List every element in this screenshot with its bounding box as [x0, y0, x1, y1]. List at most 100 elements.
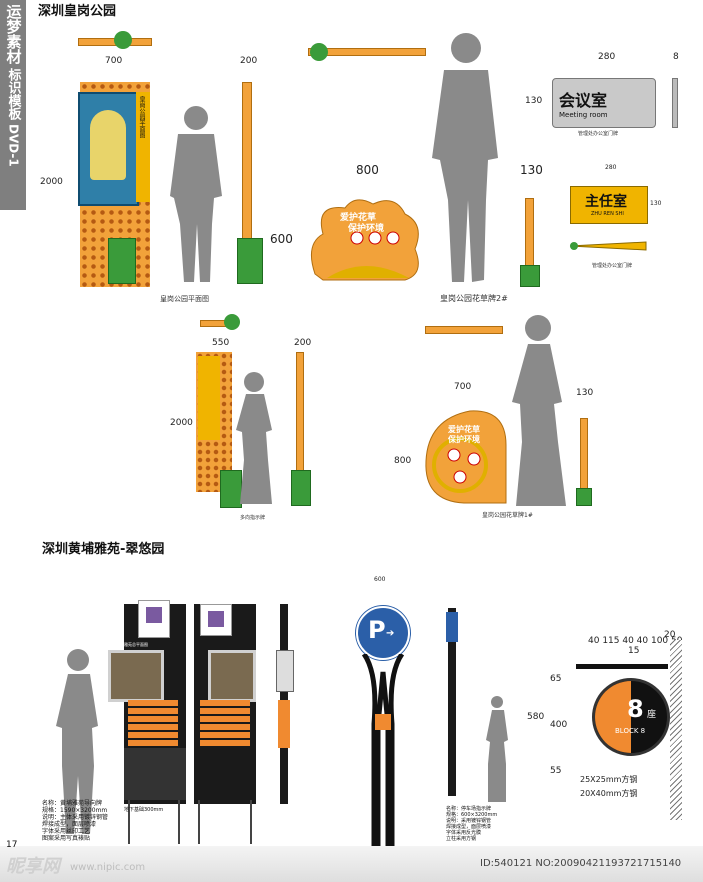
flowerbed2-width: 700 [454, 382, 472, 392]
note-line: 字体采用丝印工艺 [42, 828, 91, 835]
side-title: 运梦素材 [4, 4, 23, 64]
wall-hatch [670, 640, 682, 820]
flowerbed2-height: 800 [394, 456, 412, 466]
person-silhouette-woman2 [512, 315, 566, 506]
note-line: 名称：黄埔雅苑导向牌 [42, 800, 103, 807]
directory-side-panel [276, 650, 294, 692]
directory-side-orange [278, 700, 290, 748]
hanging-dim-65: 65 [550, 674, 562, 684]
pole4-shaft [580, 418, 588, 492]
room-sign-height: 130 [525, 96, 543, 106]
flowerbed2-caption: 皇岗公园花草牌1# [482, 512, 533, 519]
person-silhouette-woman4 [486, 696, 508, 802]
directory-sign-a-leg2 [178, 800, 180, 844]
section1-title: 深圳皇岗公园 [38, 4, 117, 19]
footer-url: www.nipic.com [70, 862, 146, 873]
directory-sign-b-rows [200, 700, 250, 748]
arrow-right-icon: ➔ [386, 628, 395, 639]
pole3-base [291, 470, 311, 506]
directory-sign-a-leg1 [128, 800, 130, 844]
flowerbed-width: 800 [356, 163, 379, 177]
flowerbed2-topview [308, 48, 426, 56]
hanging-top-dims: 40 115 40 40 100 50 [588, 636, 683, 646]
note-line: 说明：主体采用镀锌钢管 [42, 814, 109, 821]
parking-side-post [448, 608, 456, 796]
flowerbed-caption: 皇岗公园花草牌2# [440, 294, 508, 303]
flowerbed1-topview [425, 326, 503, 334]
flowerbed-board [310, 199, 419, 281]
hanging-dim-55: 55 [550, 766, 562, 776]
footer-logo: 昵享网 [6, 856, 60, 877]
pole2-width: 130 [520, 163, 543, 177]
parking-width: 600 [374, 576, 386, 583]
room-sign-depth: 8 [673, 52, 679, 62]
office-sign-caption: 管理处办公室门牌 [592, 263, 633, 269]
parking-notes: 名称：停车场指示牌 规格：600×3200mm 说明：采用镀锌钢管 焊接成型，面… [446, 806, 516, 842]
room-sign-side [672, 78, 678, 128]
hanging-number: 8 [627, 695, 644, 723]
side-banner [0, 0, 26, 210]
sign2-height: 2000 [170, 418, 193, 428]
flowerbed2-text1: 爱护花草 [448, 425, 480, 434]
person-silhouette-man2 [432, 33, 498, 282]
pole1-base [237, 238, 263, 284]
note-line: 字体采用反光膜 [446, 830, 482, 836]
pole4-width: 130 [576, 388, 594, 398]
directory-sign-b-map [208, 650, 256, 702]
section2-title: 深圳黄埔雅苑-翠悠园 [42, 542, 165, 557]
page-number: 17 [6, 840, 18, 850]
hanging-disc-orange [595, 681, 631, 753]
flowerbed-text1: 爱护花草 [340, 213, 377, 223]
hanging-wall-dim: 20 [664, 630, 676, 640]
room-sign-name-en: Meeting room [559, 111, 608, 119]
flowerbed2-board [425, 410, 507, 504]
office-sign-name-en: ZHU REN SHI [591, 211, 624, 217]
directory-sign-a-map [108, 650, 164, 702]
footer-id: ID:540121 NO:20090421193721715140 [480, 858, 682, 869]
sign1-panel: 皇岗公园平面图 [136, 92, 150, 202]
note-line: 图案采用写真裱贴 [42, 835, 91, 842]
sign2-caption: 多向指示牌 [240, 515, 266, 521]
flowerbed2-text2: 保护环境 [448, 435, 480, 444]
directory-sign-b-logo [200, 604, 232, 636]
hanging-dim-400: 400 [550, 720, 568, 730]
note-line: 规格：600×3200mm [446, 812, 498, 818]
sign1-map [78, 92, 139, 206]
note-line: 焊接成型，面层喷漆 [446, 824, 492, 830]
pole2-base [520, 265, 540, 287]
hanging-note2: 20X40mm方钢 [580, 789, 638, 798]
note-line: 说明：采用镀锌钢管 [446, 818, 492, 824]
sign2-panel [198, 356, 220, 440]
parking-sign-post [361, 654, 405, 857]
sign1-height: 2000 [40, 177, 63, 187]
side-subtitle: 标识模板 [5, 68, 21, 120]
parking-sign-disc: P ➔ [356, 606, 410, 660]
office-sign-height: 130 [650, 200, 662, 207]
room-sign-width: 280 [598, 52, 616, 62]
pole3-width: 200 [294, 338, 312, 348]
office-sign-width: 280 [605, 164, 617, 171]
sign1-width: 700 [105, 56, 123, 66]
directory-sign-a-lower [124, 748, 186, 800]
note-line: 规格：1590×3200mm [42, 807, 108, 814]
pole1-shaft [242, 82, 252, 244]
person-silhouette-woman3 [56, 649, 98, 834]
parking-side-panel [446, 612, 458, 642]
sign2-width: 550 [212, 338, 230, 348]
sign1-base [108, 238, 136, 284]
hanging-dim-580: 580 [527, 712, 545, 722]
sign1-map-shape [90, 110, 126, 180]
pole3-shaft [296, 352, 304, 474]
pole2-shaft [525, 198, 534, 270]
note-line: 名称：停车场指示牌 [446, 806, 492, 812]
room-sign-name: 会议室 [559, 91, 608, 110]
note-line: 立柱采用方钢 [446, 836, 477, 842]
directory-sign-a-rows [128, 700, 178, 748]
side-code: DVD-1 [6, 124, 21, 167]
footer-bar [0, 846, 703, 882]
flowerbed2-topview-post [310, 43, 328, 61]
flowerbed-text2: 保护环境 [348, 224, 385, 234]
logo-icon [146, 607, 162, 623]
sign2-topview-post [224, 314, 240, 330]
parking-letter: P [368, 616, 386, 644]
